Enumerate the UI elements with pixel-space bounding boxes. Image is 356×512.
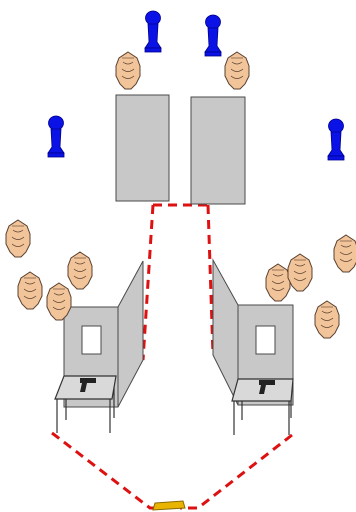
blue-target-icon: [204, 14, 222, 57]
paper-target-icon: [67, 251, 93, 290]
paper-target-icon: [224, 51, 250, 90]
start-position-marker: [152, 500, 186, 511]
pistol-icon: [259, 380, 275, 394]
left-wall: [115, 94, 170, 202]
paper-target-icon: [115, 51, 141, 90]
blue-target-icon: [144, 10, 162, 53]
tan-targets-layer: [5, 51, 356, 339]
fault-line-1: [141, 204, 155, 361]
blue-target-icon: [47, 115, 65, 158]
paper-target-icon: [17, 271, 43, 310]
paper-target-icon: [265, 263, 291, 302]
paper-target-icon: [333, 234, 356, 273]
tables-layer: [54, 375, 294, 435]
blue-target-icon: [327, 118, 345, 161]
left-barricade-window: [81, 325, 102, 355]
left-barricade-side-panel: [117, 260, 144, 408]
paper-target-icon: [46, 282, 72, 321]
start-marker-layer: [152, 500, 186, 511]
right-barricade-side-panel: [212, 258, 239, 406]
walls-layer: [115, 94, 246, 205]
right-table: [231, 378, 294, 435]
right-wall: [190, 96, 246, 205]
paper-target-icon: [5, 219, 31, 258]
blue-targets-layer: [47, 10, 345, 161]
fault-line-5: [180, 433, 293, 510]
fault-line-4: [51, 431, 176, 510]
right-barricade-window: [255, 325, 276, 355]
paper-target-icon: [314, 300, 340, 339]
paper-target-icon: [287, 253, 313, 292]
fault-line-3: [206, 204, 215, 356]
pistol-icon: [80, 378, 96, 392]
left-table: [54, 375, 117, 433]
